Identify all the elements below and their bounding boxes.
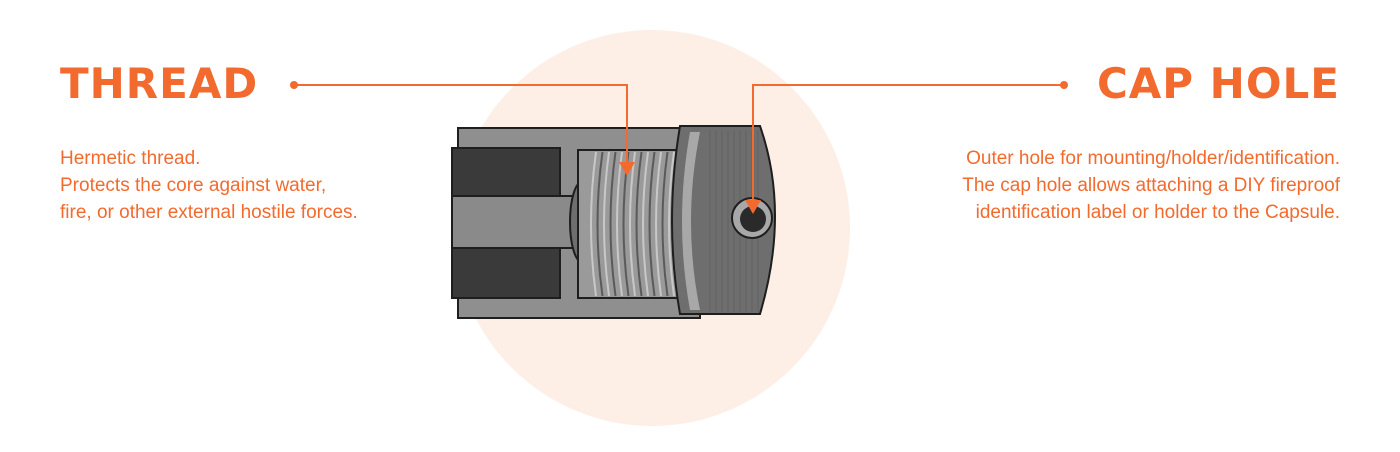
thread-ridge: [661, 151, 669, 297]
cap-hole-description: Outer hole for mounting/holder/identific…: [962, 145, 1340, 226]
cap-hole-callout-line: [745, 81, 1068, 214]
cap-hole-description-line: The cap hole allows attaching a DIY fire…: [962, 175, 1340, 196]
thread-title: THREAD: [60, 59, 259, 108]
thread-description-line: fire, or other external hostile forces.: [60, 202, 358, 223]
thread-ridge: [603, 151, 610, 297]
thread-ridge: [616, 151, 623, 297]
cap-hole-description-line: identification label or holder to the Ca…: [975, 202, 1340, 223]
thread-description: Hermetic thread. Protects the core again…: [60, 145, 358, 226]
cap-hole-title: CAP HOLE: [1096, 59, 1340, 108]
thread-arrow-icon: [619, 162, 635, 176]
thread-description-line: Protects the core against water,: [60, 175, 327, 196]
thread-ridge: [629, 151, 636, 297]
thread-ridge: [642, 151, 649, 297]
thread-ridge: [655, 151, 662, 297]
thread-ridge: [635, 151, 643, 297]
thread-ridge: [648, 151, 656, 297]
thread-ridge: [596, 151, 604, 297]
thread-ridge: [590, 151, 597, 297]
thread-ridge: [609, 151, 617, 297]
thread-description-line: Hermetic thread.: [60, 148, 201, 169]
thread-callout-line: [290, 81, 635, 176]
thread-ridge: [668, 151, 675, 297]
cap-hole-opening: [740, 206, 766, 232]
cap-hole-arrow-icon: [745, 200, 761, 214]
cap-hole-description-line: Outer hole for mounting/holder/identific…: [966, 148, 1340, 169]
capsule-cutaway-icon: [451, 125, 776, 319]
